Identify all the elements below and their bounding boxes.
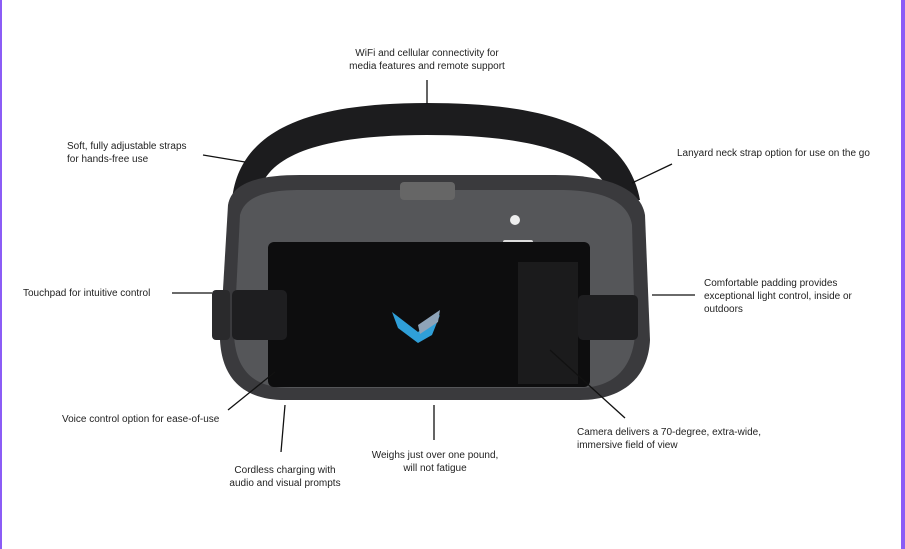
- label-connectivity: WiFi and cellular connectivity for media…: [349, 47, 505, 73]
- headset-body: [212, 175, 650, 400]
- label-line: media features and remote support: [349, 61, 505, 72]
- power-icon: [510, 215, 520, 225]
- label-line: audio and visual prompts: [229, 478, 341, 489]
- label-line: Weighs just over one pound,: [371, 450, 499, 461]
- label-line: immersive field of view: [577, 440, 678, 451]
- label-line: will not fatigue: [403, 463, 467, 474]
- label-touchpad: Touchpad for intuitive control: [23, 287, 150, 300]
- label-line: Soft, fully adjustable straps: [67, 141, 187, 152]
- label-line: for hands-free use: [67, 154, 149, 165]
- label-line: Touchpad for intuitive control: [23, 288, 151, 299]
- strap: [232, 103, 640, 200]
- label-straps: Soft, fully adjustable straps for hands-…: [67, 140, 187, 166]
- label-charging: Cordless charging with audio and visual …: [229, 464, 340, 490]
- label-line: outdoors: [704, 304, 743, 315]
- label-line: Voice control option for ease-of-use: [62, 414, 220, 425]
- phone-face: [268, 242, 590, 387]
- label-line: exceptional light control, inside or: [704, 291, 852, 302]
- focus-wheel: [400, 182, 455, 200]
- label-line: Camera delivers a 70-degree, extra-wide,: [577, 427, 761, 438]
- label-padding: Comfortable padding provides exceptional…: [704, 277, 852, 316]
- right-border: [901, 0, 905, 549]
- label-line: Comfortable padding provides: [704, 278, 838, 289]
- leader-lines: [172, 80, 695, 453]
- label-lanyard: Lanyard neck strap option for use on the…: [677, 147, 870, 160]
- touchpad: [212, 290, 230, 340]
- label-voice: Voice control option for ease-of-use: [62, 413, 219, 426]
- label-weight: Weighs just over one pound, will not fat…: [372, 449, 499, 475]
- label-line: Cordless charging with: [234, 465, 336, 476]
- label-line: Lanyard neck strap option for use on the…: [677, 148, 870, 159]
- label-line: WiFi and cellular connectivity for: [355, 48, 499, 59]
- label-camera: Camera delivers a 70-degree, extra-wide,…: [577, 426, 761, 452]
- left-border: [0, 0, 2, 549]
- logo-icon: [392, 310, 440, 343]
